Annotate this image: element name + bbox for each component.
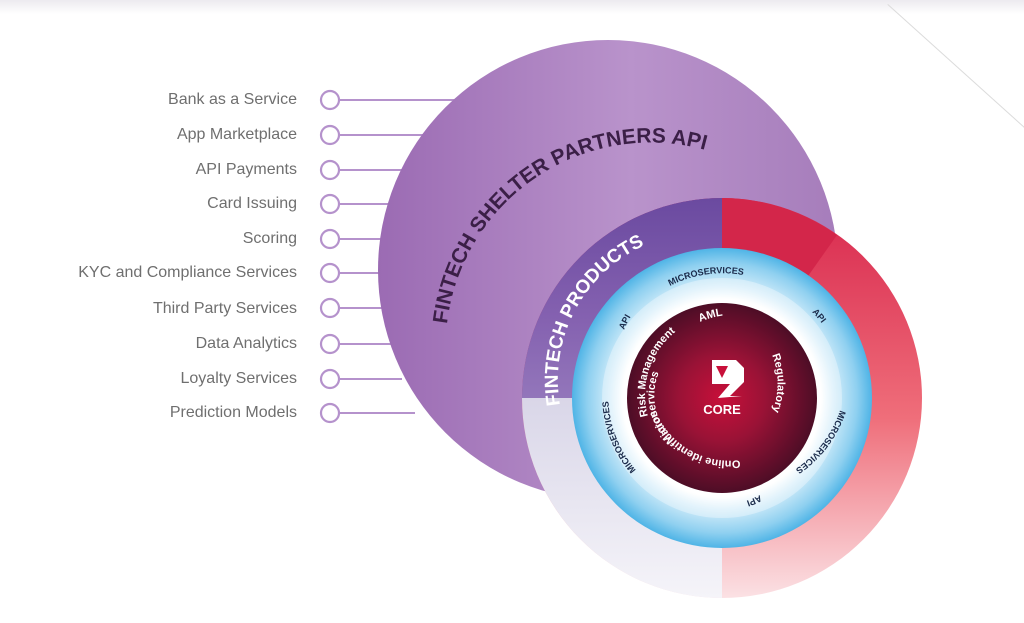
core-label: CORE xyxy=(703,402,741,417)
bullet-circle-1 xyxy=(319,89,341,111)
list-item-bank-as-a-service: Bank as a Service xyxy=(168,91,297,108)
list-item-card-issuing: Card Issuing xyxy=(207,195,297,212)
bullet-circle-5 xyxy=(319,228,341,250)
list-item-prediction-models: Prediction Models xyxy=(169,404,297,421)
core-circle xyxy=(627,303,817,493)
bullet-circle-10 xyxy=(319,402,341,424)
top-shadow xyxy=(0,0,1024,14)
list-item-kyc-compliance: KYC and Compliance Services xyxy=(78,264,297,281)
bullet-circle-8 xyxy=(319,333,341,355)
list-item-loyalty-services: Loyalty Services xyxy=(180,370,298,387)
bullet-circle-3 xyxy=(319,159,341,181)
bullet-circle-6 xyxy=(319,262,341,284)
connector-circles xyxy=(319,89,341,424)
bullet-circle-2 xyxy=(319,124,341,146)
bullet-circle-4 xyxy=(319,193,341,215)
core-logo-icon xyxy=(712,360,744,398)
core-module-regulatory: Regulatory xyxy=(769,352,786,415)
bullet-circle-7 xyxy=(319,297,341,319)
list-item-data-analytics: Data Analytics xyxy=(195,335,297,352)
list-item-app-marketplace: App Marketplace xyxy=(176,126,297,143)
list-item-api-payments: API Payments xyxy=(195,161,297,178)
list-item-scoring: Scoring xyxy=(242,230,297,247)
list-item-third-party-services: Third Party Services xyxy=(152,300,297,317)
bullet-circle-9 xyxy=(319,368,341,390)
